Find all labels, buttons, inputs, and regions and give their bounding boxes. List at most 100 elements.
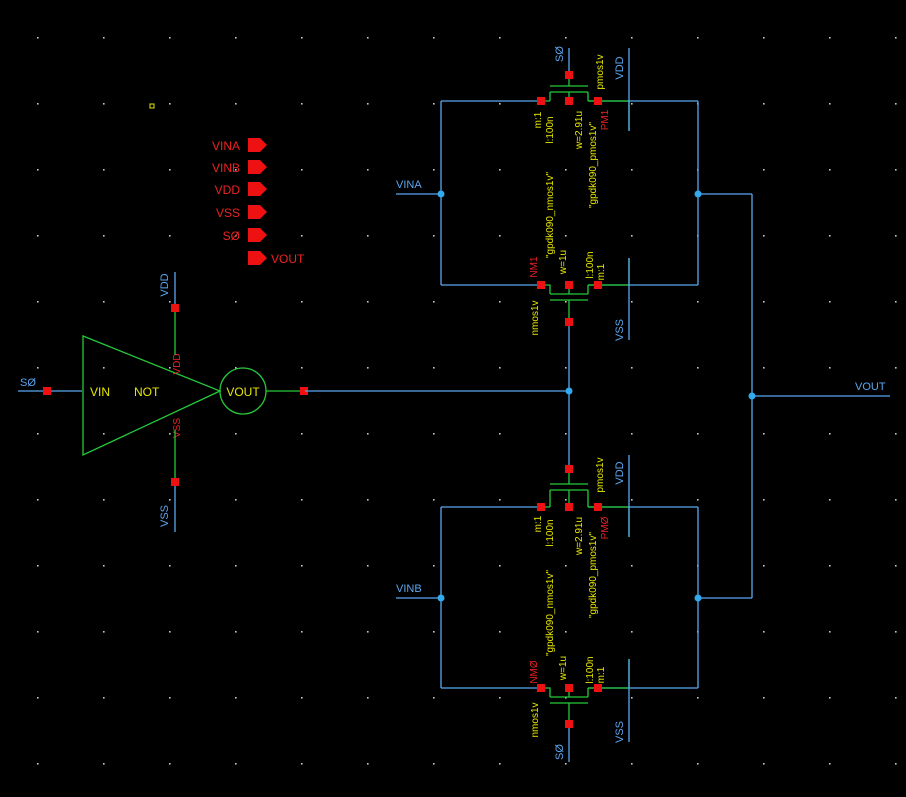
nm0-name-label: NMØ	[529, 660, 540, 684]
pm0-name-label: PMØ	[600, 516, 611, 539]
grid-dot	[631, 103, 633, 105]
grid-dot	[37, 499, 39, 501]
pin-vout[interactable]: VOUT	[248, 251, 305, 266]
grid-dot	[103, 763, 105, 765]
grid-dot	[235, 301, 237, 303]
grid-dot	[37, 235, 39, 237]
pm0-type-label: pmos1v	[595, 457, 606, 492]
pin-vina-label: VINA	[212, 139, 240, 153]
grid-dot	[499, 697, 501, 699]
grid-dot	[235, 763, 237, 765]
grid-dot	[499, 631, 501, 633]
grid-dot	[169, 103, 171, 105]
grid-dot	[367, 763, 369, 765]
grid-dot	[895, 565, 897, 567]
pm1-body-pin[interactable]	[565, 97, 573, 105]
pm1-width-label: w=2.91u	[574, 111, 585, 150]
grid-dot	[829, 565, 831, 567]
inverter-input-net-label: SØ	[20, 377, 36, 389]
grid-dot	[37, 37, 39, 39]
grid-dot	[499, 301, 501, 303]
grid-dot	[763, 169, 765, 171]
pm1-gate-pin[interactable]	[565, 71, 573, 79]
inverter-vdd-pin[interactable]	[171, 304, 179, 312]
nm1-bulk-net-label: VSS	[614, 319, 626, 341]
grid-dot	[433, 565, 435, 567]
nm0-source-pin[interactable]	[537, 684, 545, 692]
pm1-source-pin[interactable]	[537, 97, 545, 105]
nm0-drain-pin[interactable]	[594, 684, 602, 692]
grid-dot	[103, 235, 105, 237]
pin-vinb-label: VINB	[212, 161, 240, 175]
pin-vdd[interactable]: VDD	[215, 182, 267, 197]
grid-dot	[235, 37, 237, 39]
grid-dot	[697, 301, 699, 303]
pin-vina[interactable]: VINA	[212, 138, 267, 153]
nm1-body-pin[interactable]	[565, 281, 573, 289]
grid-dot	[565, 235, 567, 237]
nm0-body-pin[interactable]	[565, 684, 573, 692]
pm0-body-pin[interactable]	[565, 503, 573, 511]
inverter-vin-pin-label: VIN	[90, 385, 110, 399]
nm1-gate-pin[interactable]	[565, 318, 573, 326]
grid-dot	[37, 697, 39, 699]
pm0-source-pin[interactable]	[537, 503, 545, 511]
nm1-drain-pin[interactable]	[594, 281, 602, 289]
pm0-drain-pin[interactable]	[594, 503, 602, 511]
grid-dot	[697, 433, 699, 435]
grid-dot	[301, 103, 303, 105]
grid-dot	[895, 37, 897, 39]
inverter-vss-pin[interactable]	[171, 478, 179, 486]
grid-dot	[565, 301, 567, 303]
transistor-nm1[interactable]: VSS nmos1v NM1 m:1 l:100n w=1u "gpdk090_…	[529, 172, 630, 341]
grid-dot	[235, 565, 237, 567]
nm1-source-pin[interactable]	[537, 281, 545, 289]
grid-dot	[103, 367, 105, 369]
nm1-type-label: nmos1v	[530, 300, 541, 335]
grid-dot	[763, 103, 765, 105]
transmission-gate-top: SØ VDD pmos1v PM1 m:1 l:100n w=2.91u "gp…	[437, 46, 702, 341]
grid-dot	[37, 763, 39, 765]
output-pin-icon	[248, 251, 267, 265]
junction-dot	[565, 387, 573, 395]
nm0-gate-pin[interactable]	[565, 720, 573, 728]
grid-dot	[433, 37, 435, 39]
pin-vinb[interactable]: VINB	[212, 160, 267, 175]
transistor-pm0[interactable]: VDD pmos1v PMØ m:1 l:100n w=2.91u "gpdk0…	[533, 455, 630, 618]
pm0-gate-pin[interactable]	[565, 465, 573, 473]
grid-dot	[367, 499, 369, 501]
grid-dot	[499, 499, 501, 501]
transistor-pm1[interactable]: SØ VDD pmos1v PM1 m:1 l:100n w=2.91u "gp…	[533, 46, 630, 208]
grid-dot	[895, 301, 897, 303]
grid-dot	[103, 433, 105, 435]
grid-dot	[169, 433, 171, 435]
grid-dot	[301, 697, 303, 699]
grid-dot	[631, 631, 633, 633]
pm1-drain-pin[interactable]	[594, 97, 602, 105]
grid-dot	[37, 367, 39, 369]
inverter-output-pin[interactable]	[300, 387, 308, 395]
inverter-instance[interactable]: SØ VIN NOT VOUT VDD VSS VDD VSS	[18, 272, 308, 532]
grid-dot	[367, 103, 369, 105]
pin-s0[interactable]: SØ	[223, 228, 267, 243]
nm1-length-label: l:100n	[585, 251, 596, 278]
grid-dot	[433, 169, 435, 171]
pm1-multiplier-label: m:1	[533, 111, 544, 128]
pin-vss-label: VSS	[216, 206, 240, 220]
grid-dot	[499, 169, 501, 171]
pm1-gate-net-label: SØ	[554, 46, 566, 62]
grid-dot	[565, 499, 567, 501]
grid-dot	[301, 499, 303, 501]
grid-dot	[169, 367, 171, 369]
grid-dot	[169, 631, 171, 633]
nm1-multiplier-label: m:1	[596, 263, 607, 280]
transistor-nm0[interactable]: VSS SØ nmos1v NMØ m:1 l:100n w=1u "gpdk0…	[529, 570, 630, 762]
grid-dot	[367, 697, 369, 699]
junction-dot	[694, 594, 702, 602]
pin-vss[interactable]: VSS	[216, 205, 267, 220]
inverter-input-pin[interactable]	[43, 387, 51, 395]
nm0-bulk-net-label: VSS	[614, 721, 626, 743]
grid-dot	[565, 433, 567, 435]
grid-dot	[763, 565, 765, 567]
